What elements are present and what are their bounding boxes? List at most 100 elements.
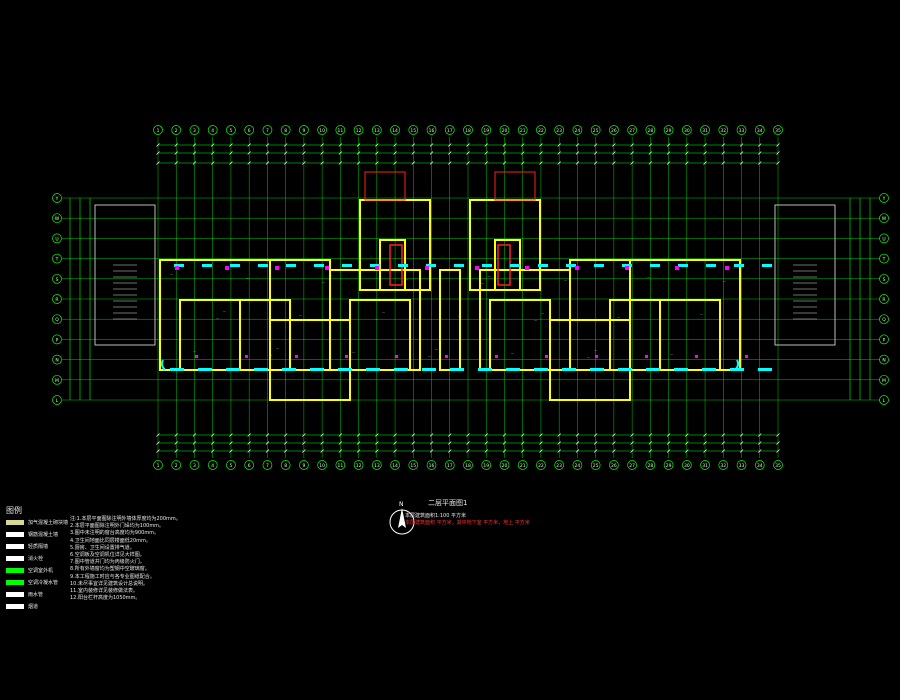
room-label: — xyxy=(564,278,567,282)
dim-tick xyxy=(156,151,160,155)
axis-bubble-top: 32 xyxy=(720,128,726,134)
room-label: — xyxy=(594,348,597,352)
dim-tick xyxy=(320,433,324,437)
dim-tick xyxy=(502,151,507,155)
magenta-marker xyxy=(195,355,198,358)
dim-tick xyxy=(192,441,197,445)
axis-bubble-bottom-circle xyxy=(663,460,674,470)
dim-tick xyxy=(612,449,616,453)
dim-tick xyxy=(356,449,361,453)
room-label: — xyxy=(723,279,726,283)
axis-bubble-bottom: 34 xyxy=(757,463,763,469)
axis-bubble-top: 18 xyxy=(465,128,471,134)
dim-tick xyxy=(776,433,780,437)
dim-tick xyxy=(247,143,251,147)
dim-tick xyxy=(210,433,215,437)
dim-tick xyxy=(703,441,707,445)
axis-bubble-bottom-circle xyxy=(244,460,255,470)
dim-tick xyxy=(174,441,178,445)
dim-tick xyxy=(721,161,726,165)
legend-swatch xyxy=(6,591,24,597)
axis-bubble-left: N xyxy=(55,358,58,364)
axis-bubble-top-circle xyxy=(226,125,236,135)
dim-tick xyxy=(302,441,306,445)
axis-bubble-top-circle xyxy=(700,125,710,135)
window xyxy=(198,368,212,371)
axis-bubble-left-circle xyxy=(52,354,62,365)
dim-tick xyxy=(229,433,233,437)
dim-tick xyxy=(247,433,251,437)
dim-tick xyxy=(575,143,580,147)
axis-bubble-top: 2 xyxy=(175,128,178,134)
dim-tick xyxy=(484,161,488,165)
axis-bubble-top-circle xyxy=(153,125,163,135)
window xyxy=(230,264,240,267)
axis-bubble-bottom-circle xyxy=(627,460,637,470)
dim-tick xyxy=(338,449,343,453)
axis-bubble-top: 8 xyxy=(284,128,287,134)
dim-tick xyxy=(575,161,580,165)
axis-bubble-bottom-circle xyxy=(426,460,437,470)
magenta-marker xyxy=(725,266,729,270)
dim-tick xyxy=(593,433,598,437)
axis-bubble-top-circle xyxy=(390,125,400,135)
dim-tick xyxy=(484,449,488,453)
axis-bubble-right-circle xyxy=(879,213,889,224)
drawing-title: 二层平面图1 xyxy=(428,499,468,507)
axis-bubble-bottom: 22 xyxy=(538,463,544,469)
dim-tick xyxy=(283,161,288,165)
dim-tick xyxy=(466,433,470,437)
dim-tick xyxy=(411,151,416,155)
dim-tick xyxy=(739,161,744,165)
axis-bubble-bottom-circle xyxy=(517,460,528,470)
legend-label: 烟道 xyxy=(28,603,39,610)
dim-tick xyxy=(520,433,525,437)
dim-tick xyxy=(557,433,561,437)
dim-tick xyxy=(356,441,361,445)
dim-tick xyxy=(593,441,598,445)
note-line: 3.图中未注明的窗台高度均为900mm。 xyxy=(70,530,160,537)
note-line: 注:1.本层平面图除注明外墙体厚度均为200mm。 xyxy=(70,516,181,522)
dim-tick xyxy=(156,441,160,445)
axis-bubble-left: Q xyxy=(55,317,59,323)
axis-bubble-top: 31 xyxy=(702,128,708,134)
magenta-marker xyxy=(625,266,629,270)
room-label: — xyxy=(193,349,196,353)
dim-tick xyxy=(703,161,707,165)
axis-bubble-top: 24 xyxy=(575,128,581,134)
dim-tick xyxy=(393,161,397,165)
side-annex xyxy=(94,204,156,346)
magenta-marker xyxy=(695,355,698,358)
axis-bubble-bottom-circle xyxy=(189,460,200,470)
dim-tick xyxy=(648,433,653,437)
axis-bubble-bottom-circle xyxy=(681,460,692,470)
axis-bubble-top: 11 xyxy=(337,128,343,134)
axis-bubble-top: 13 xyxy=(374,128,380,134)
dim-tick xyxy=(192,151,197,155)
room-label: — xyxy=(428,354,431,358)
room-label: — xyxy=(276,346,279,350)
axis-bubble-right: N xyxy=(882,358,885,364)
note-line: 6.空调板及空调机位详见大样图。 xyxy=(70,552,145,559)
room-label: — xyxy=(269,353,272,357)
axis-bubble-left: L xyxy=(56,398,59,404)
axis-bubble-left-circle xyxy=(52,233,62,244)
dim-tick xyxy=(393,441,397,445)
dim-tick xyxy=(612,433,616,437)
note-line: 7.图中管道井门均为丙级防火门。 xyxy=(70,559,145,566)
dim-tick xyxy=(429,433,434,437)
dim-tick xyxy=(685,143,689,147)
dim-tick xyxy=(593,449,598,453)
axis-bubble-bottom-circle xyxy=(444,460,455,470)
axis-bubble-bottom-circle xyxy=(335,460,346,470)
axis-bubble-top: 19 xyxy=(483,128,489,134)
dim-tick xyxy=(502,433,507,437)
legend-item: 轻质隔墙 xyxy=(6,540,66,552)
legend-swatch xyxy=(6,519,24,525)
dim-tick xyxy=(283,441,288,445)
axis-bubble-top-circle xyxy=(554,125,565,135)
magenta-marker xyxy=(475,266,479,270)
dim-tick xyxy=(593,151,598,155)
dim-tick xyxy=(429,143,434,147)
